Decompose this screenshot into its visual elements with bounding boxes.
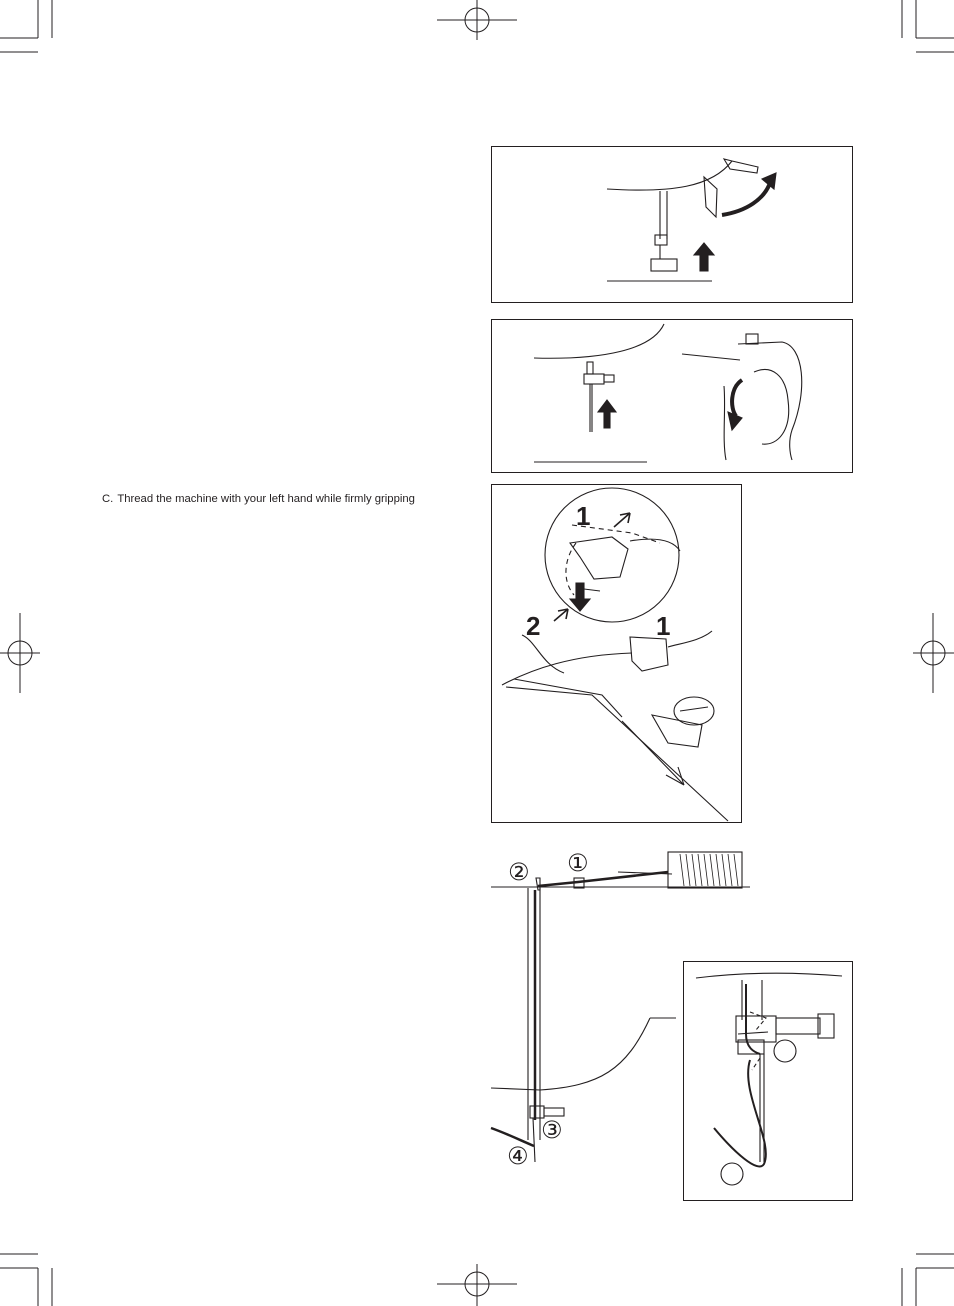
figure-raise-presser-foot: [491, 146, 853, 303]
registration-mark-top: [437, 0, 517, 40]
instruction-step-c: C.Thread the machine with your left hand…: [102, 492, 415, 506]
pointer-arrow-icon: [613, 512, 631, 528]
registration-mark-left: [0, 613, 40, 693]
thread-guide-illustration: 1 2 1: [501, 487, 729, 822]
presser-foot-illustration: [606, 158, 777, 282]
step-3-marker: ③: [541, 1116, 563, 1144]
arrow-down-icon: [568, 582, 592, 612]
registration-mark-right: [913, 613, 954, 693]
callout-1-bottom: 1: [656, 611, 670, 641]
callout-2: 2: [526, 611, 540, 641]
arrow-up-icon: [596, 399, 618, 429]
step-2-marker: ②: [508, 858, 530, 886]
figure-thread-guides: 1 2 1: [491, 484, 742, 823]
needle-handwheel-illustration: [533, 323, 803, 463]
figure-raise-needle: [491, 319, 853, 473]
figure-needle-guide-detail: [683, 961, 853, 1201]
step-text: Thread the machine with your left hand w…: [117, 493, 415, 505]
needle-guide-detail-illustration: [695, 972, 843, 1186]
arrow-rotate-icon: [727, 411, 743, 432]
callout-1-top: 1: [576, 501, 590, 531]
step-1-marker: ①: [567, 849, 589, 877]
arrow-up-right-icon: [760, 172, 777, 191]
step-label: C.: [102, 493, 114, 505]
pointer-arrow-icon: [553, 608, 569, 622]
registration-mark-bottom: [437, 1264, 517, 1306]
arrow-up-icon: [692, 242, 716, 272]
step-4-marker: ④: [507, 1142, 529, 1170]
